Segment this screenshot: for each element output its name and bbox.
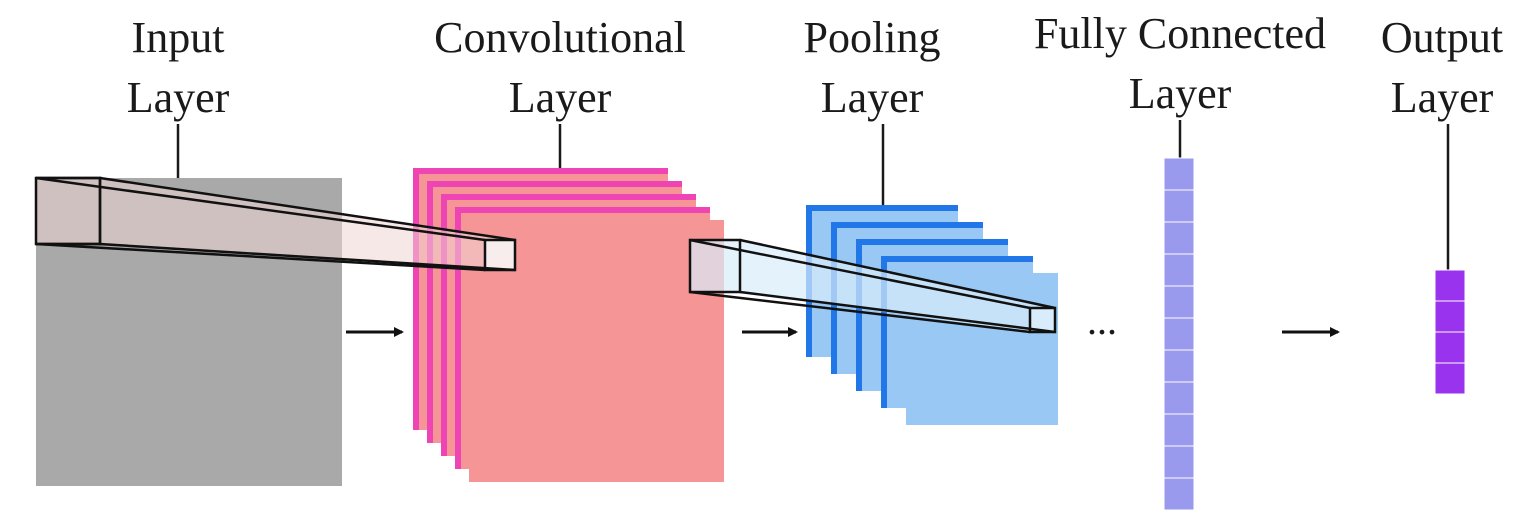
pooling-layer-label-line2: Layer [821,73,924,122]
pooling-window-target-cell [1028,306,1057,334]
pooling-layer-label-line1: Pooling [804,13,941,62]
leader-lines [176,120,1450,270]
fc-cell-8 [1163,381,1195,415]
fc-cell-1 [1163,157,1195,191]
fc-cell-7 [1163,349,1195,383]
conv-feature-maps [413,168,724,482]
fc-cell-11 [1163,477,1195,511]
pw-edge-bottom-right [739,290,1056,334]
fc-cell-5 [1163,285,1195,319]
output-cell-2 [1434,300,1466,333]
pw-edge-top-left [689,238,1031,310]
receptive-field-projection [34,176,517,272]
pooling-window-shade [690,240,1055,332]
conv-layer-label-line1: Convolutional [434,13,686,62]
pooling-layer-label: Pooling Layer [804,13,941,122]
fully-connected-vector [1163,157,1195,511]
fc-cell-2 [1163,189,1195,223]
rf-edge-bottom-left [35,242,486,272]
rf-edge-bottom-right [99,242,516,272]
rf-edge-top-left [35,176,486,242]
conv-layer-label-line2: Layer [509,73,612,122]
fc-cell-6 [1163,317,1195,351]
fc-layer-label-line2: Layer [1129,69,1232,118]
pooling-window-box [688,238,742,294]
fc-layer-label-line1: Fully Connected [1034,9,1326,58]
output-cell-3 [1434,331,1466,364]
pw-edge-bottom-left [689,290,1031,334]
fc-layer-label: Fully Connected Layer [1034,9,1326,118]
output-layer-label-line2: Layer [1391,73,1494,122]
fc-cell-10 [1163,445,1195,479]
receptive-field-target-cell [483,238,517,272]
receptive-field-frame [36,176,102,246]
output-vector [1434,269,1466,395]
ellipsis-text: ... [1087,298,1117,343]
fc-cell-9 [1163,413,1195,447]
pooling-window-projection [688,238,1057,334]
fc-cell-4 [1163,253,1195,287]
output-layer-label: Output Layer [1381,13,1503,122]
output-cell-1 [1434,269,1466,302]
rf-edge-top-right [99,176,516,242]
pw-edge-top-right [739,238,1056,310]
output-cell-4 [1434,362,1466,395]
conv-layer-label: Convolutional Layer [434,13,686,122]
input-layer-label-line2: Layer [127,73,230,122]
fc-cell-3 [1163,221,1195,255]
input-layer-label: Input Layer [127,13,230,122]
output-layer-label-line1: Output [1381,13,1503,62]
input-layer-label-line1: Input [132,13,225,62]
